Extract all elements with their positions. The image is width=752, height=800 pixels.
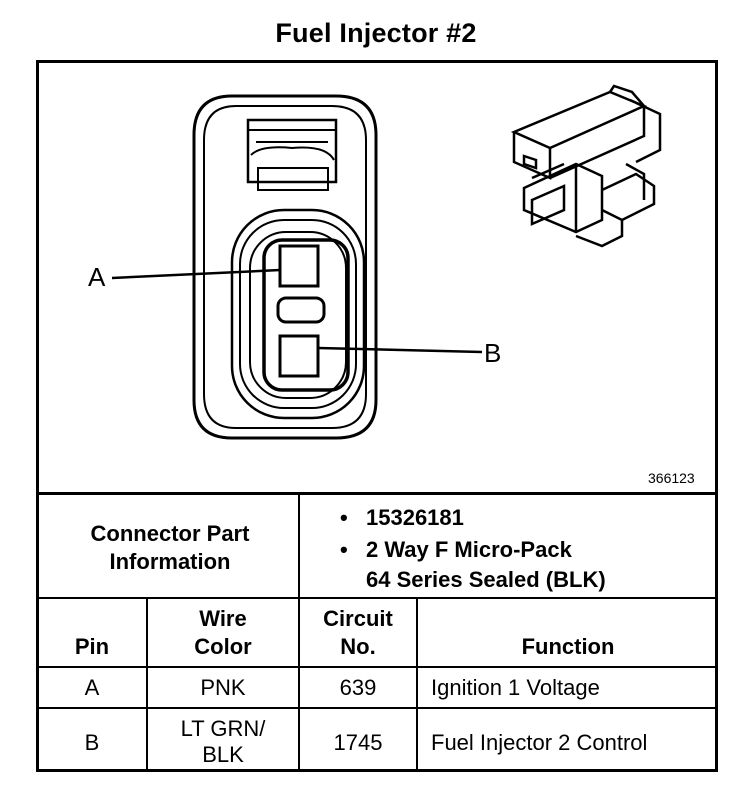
connector-part-info-label: Connector Part Information — [90, 521, 250, 574]
bullet-icon: • — [340, 505, 348, 530]
connector-latch — [246, 118, 338, 184]
divider-col-circuit — [416, 597, 418, 772]
divider-col-pin — [146, 597, 148, 772]
divider-drawing-info — [36, 492, 718, 495]
header-function: Function — [521, 634, 615, 659]
diagram-title: Fuel Injector #2 — [275, 18, 477, 48]
row-a-wire-color: PNK — [200, 675, 246, 700]
pin-center-cavity — [276, 296, 326, 324]
divider-col-wire — [298, 597, 300, 772]
row-a-pin: A — [84, 675, 100, 700]
row-a-function: Ignition 1 Voltage — [431, 675, 600, 700]
divider-header-rows — [36, 666, 718, 668]
divider-row-a-b — [36, 707, 718, 709]
divider-info-table — [36, 597, 718, 599]
connector-part-info-values: • 15326181 • 2 Way F Micro-Pack 64 Series … — [340, 503, 606, 595]
row-b-pin: B — [84, 730, 100, 755]
pin-a-cavity — [278, 244, 320, 288]
pin-b-leader — [317, 346, 483, 354]
header-circuit-no: Circuit No. — [323, 606, 393, 659]
connector-face-drawing — [111, 84, 662, 440]
diagram-frame — [36, 60, 718, 772]
connector-housing — [192, 94, 378, 440]
figure-id: 366123 — [648, 470, 695, 486]
row-a-circuit: 639 — [339, 675, 377, 700]
connector-description-line2: 64 Series Sealed (BLK) — [366, 567, 606, 592]
header-pin: Pin — [74, 634, 110, 659]
bullet-icon: • — [340, 537, 348, 562]
pin-b-label: B — [484, 338, 502, 368]
header-wire-color: Wire Color — [194, 606, 252, 659]
pin-b-cavity — [278, 334, 320, 378]
row-b-circuit: 1745 — [333, 730, 383, 755]
row-b-wire-color: LT GRN/ BLK — [180, 716, 266, 767]
pin-a-leader — [111, 268, 281, 280]
divider-info-col — [298, 492, 300, 598]
part-number: 15326181 — [366, 505, 464, 530]
pin-a-label: A — [88, 262, 106, 292]
connector-isometric-view — [510, 84, 662, 248]
row-b-function: Fuel Injector 2 Control — [431, 730, 648, 755]
connector-description-line1: 2 Way F Micro-Pack — [366, 537, 572, 562]
